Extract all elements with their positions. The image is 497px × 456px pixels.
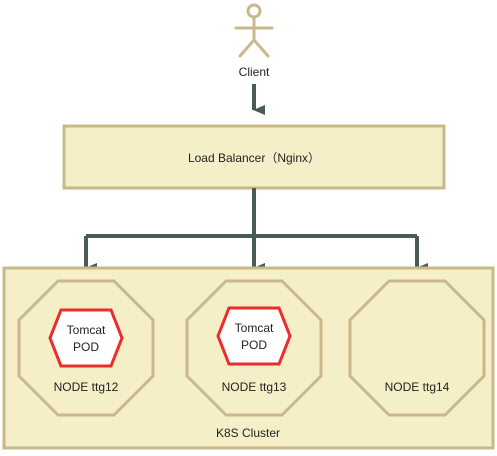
node-label: NODE ttg13 — [222, 380, 287, 394]
pod-hexagon — [48, 308, 124, 368]
node-ttg13: Tomcat POD NODE ttg13 — [185, 279, 323, 417]
pod-label-line1: Tomcat — [235, 321, 274, 335]
pod-label-line2: POD — [241, 338, 267, 352]
node-label: NODE ttg12 — [54, 380, 119, 394]
pod-hexagon — [216, 306, 292, 366]
node-ttg12: Tomcat POD NODE ttg12 — [17, 279, 155, 417]
load-balancer-label: Load Balancer（Nginx） — [188, 151, 320, 165]
load-balancer-box — [62, 124, 446, 190]
node-ttg14: NODE ttg14 — [348, 279, 486, 417]
client-actor-icon — [234, 3, 274, 58]
pod-label-line2: POD — [73, 340, 99, 354]
node-octagon — [348, 279, 486, 417]
k8s-cluster-label: K8S Cluster — [216, 426, 280, 440]
client-label: Client — [239, 65, 270, 79]
lb-to-nodes-arrows — [84, 188, 428, 273]
node-label: NODE ttg14 — [385, 380, 450, 394]
pod-label-line1: Tomcat — [67, 323, 106, 337]
